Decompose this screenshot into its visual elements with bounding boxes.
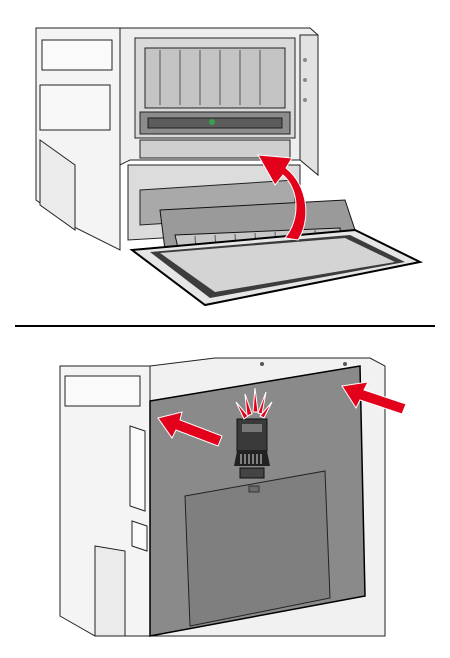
push-arrow-icon [157, 411, 223, 447]
printer-rear-frame [119, 27, 319, 177]
printer-rear-door [59, 357, 407, 637]
side-bracket [129, 425, 148, 552]
panel-divider [15, 325, 435, 327]
click-indicator-icon [235, 387, 273, 420]
printer-body [35, 27, 121, 251]
curved-arrow-icon [257, 154, 307, 241]
step-close-fuser-door-panel [0, 0, 450, 315]
rear-door-open [129, 228, 424, 307]
push-arrow-icon [341, 381, 407, 415]
step-close-rear-door-panel [0, 336, 450, 658]
printer-rear-open [35, 27, 424, 307]
